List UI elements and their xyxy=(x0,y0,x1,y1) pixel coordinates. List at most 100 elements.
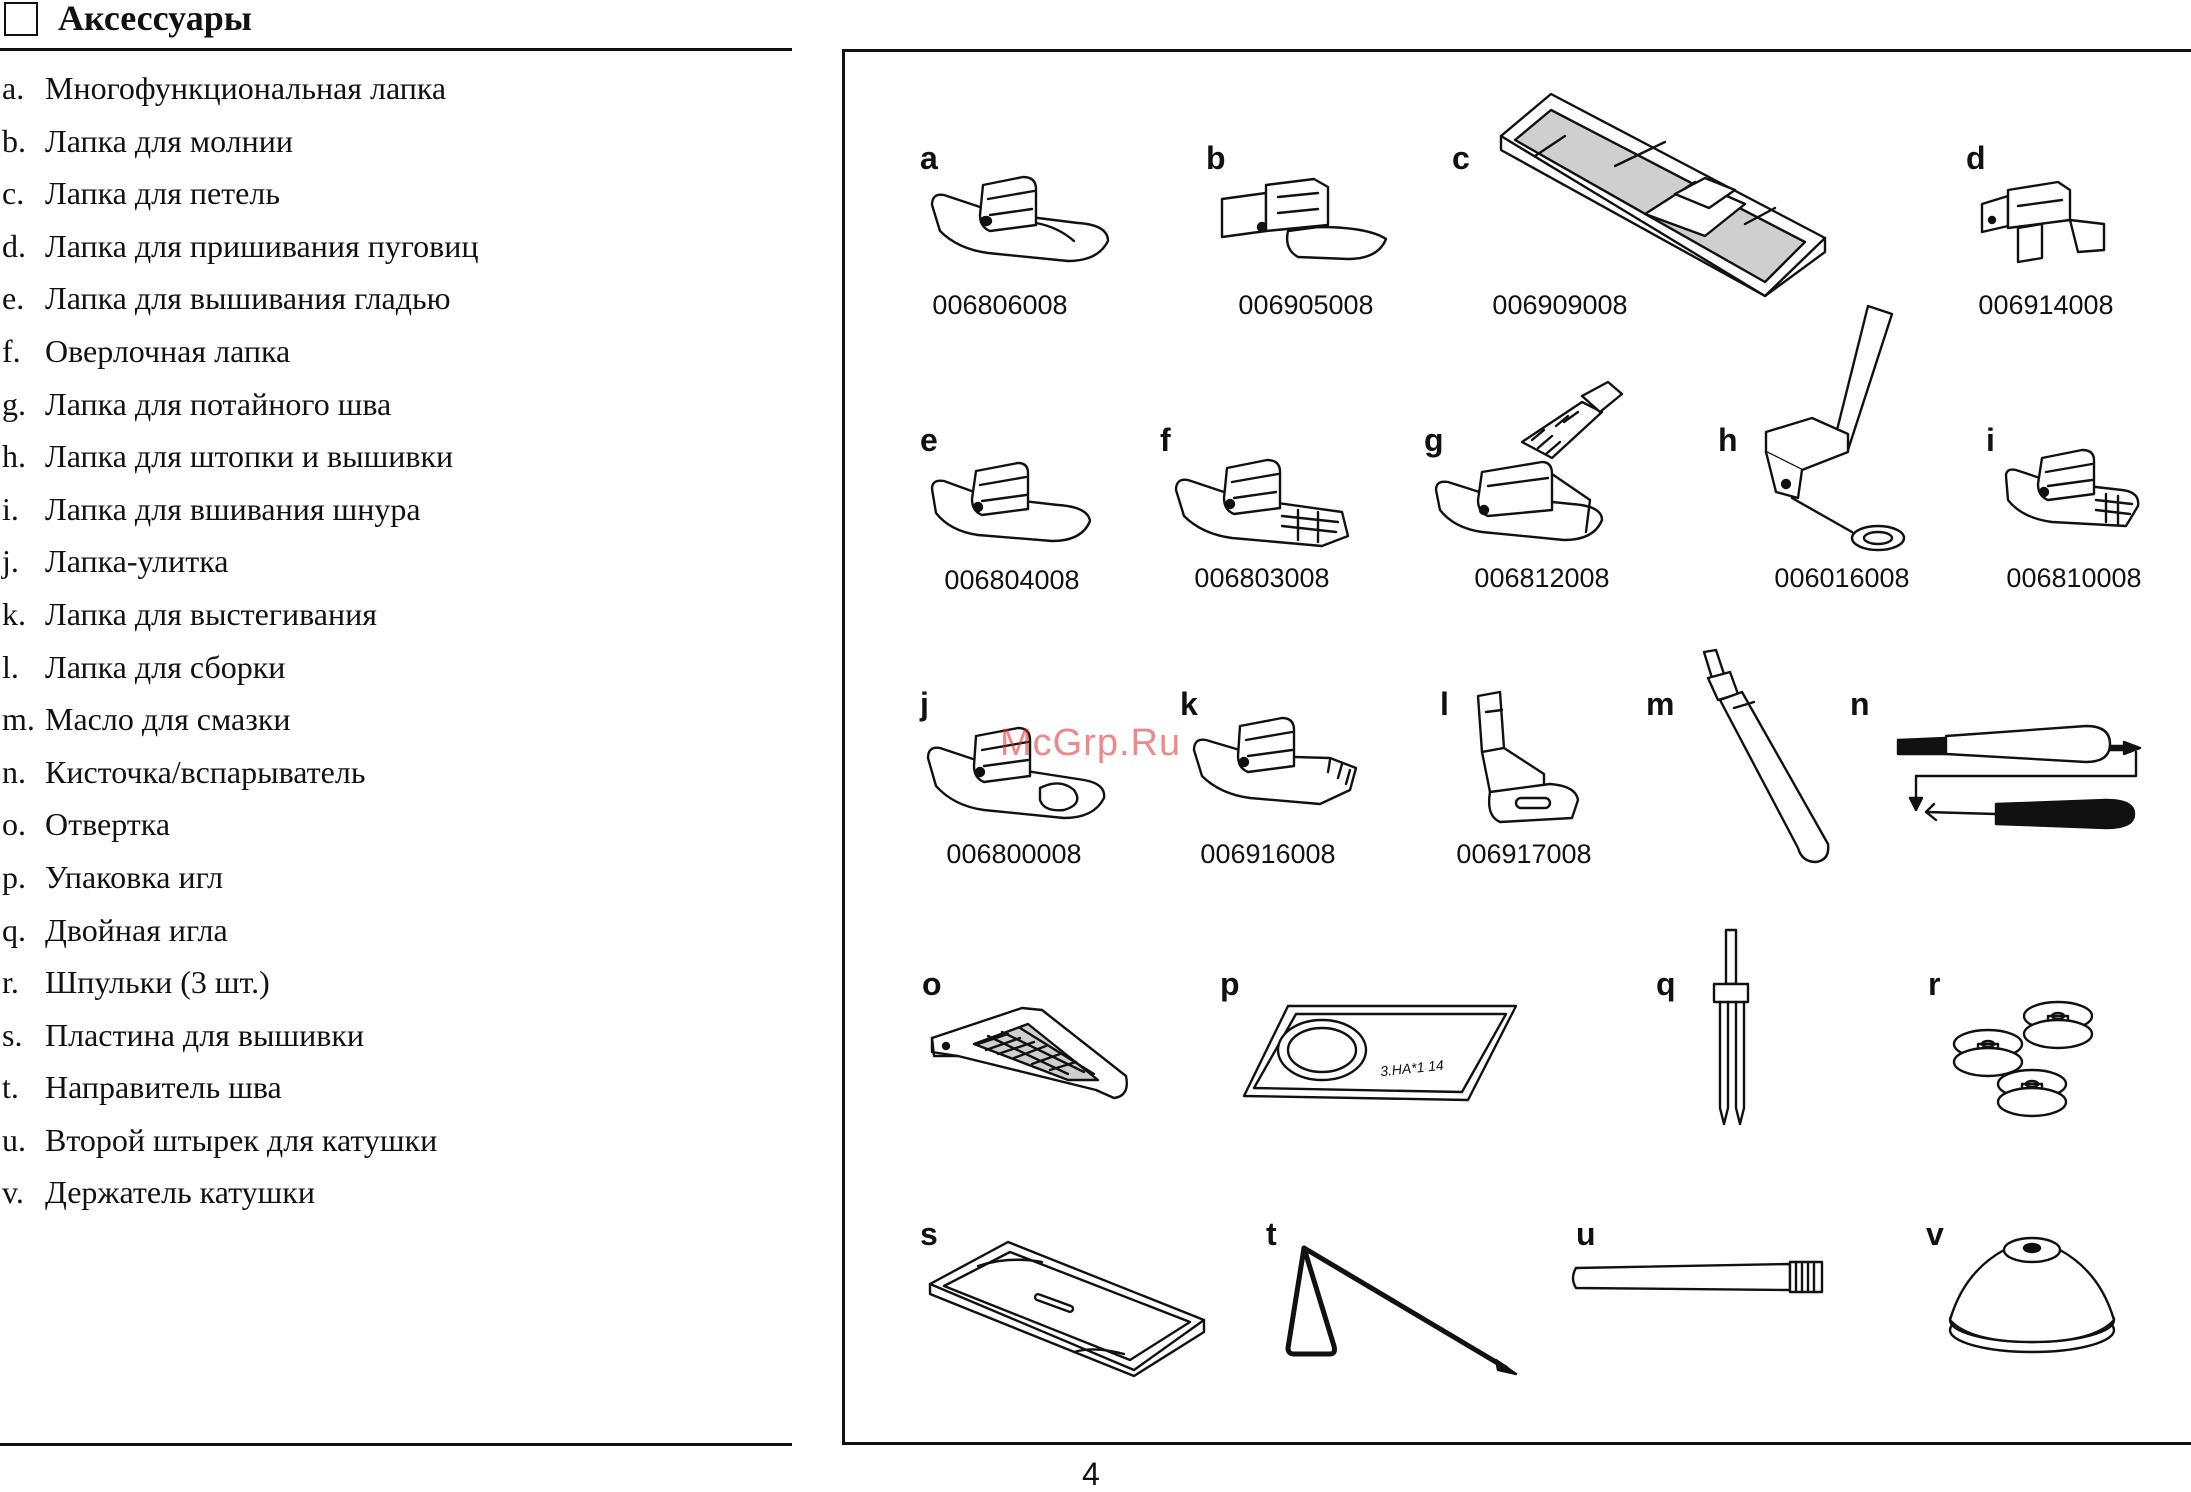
bobbins-icon xyxy=(1952,1000,2094,1118)
item-letter: i. xyxy=(2,490,19,527)
list-item: m. Масло для смазки xyxy=(0,695,790,748)
list-item: u. Второй штырек для катушки xyxy=(0,1116,790,1169)
figure-letter-e: e xyxy=(920,422,938,458)
part-number: 006812008 xyxy=(1474,563,1610,593)
figure-letter-p: p xyxy=(1220,966,1240,1002)
part-number: 006909008 xyxy=(1492,290,1628,320)
zipper-foot-icon xyxy=(1220,177,1388,261)
figure-letter-j: j xyxy=(920,686,929,722)
item-label: Второй штырек для катушки xyxy=(45,1121,438,1158)
cording-foot-icon xyxy=(2004,448,2140,528)
item-label: Лапка для молнии xyxy=(45,122,294,159)
figure-letter-f: f xyxy=(1160,422,1171,458)
list-item: k.Лапка для выстегивания xyxy=(0,590,790,643)
item-letter: k. xyxy=(2,595,26,632)
list-item: q. Двойная игла xyxy=(0,906,790,959)
figure-letter-l: l xyxy=(1440,686,1449,722)
list-item: d. Лапка для пришивания пуговиц xyxy=(0,222,790,275)
item-letter: b. xyxy=(2,122,26,159)
embroidery-plate-icon xyxy=(928,1240,1206,1378)
item-label: Лапка для вышивания гладью xyxy=(45,280,451,317)
watermark: McGrp.Ru xyxy=(1000,722,1182,764)
item-letter: d. xyxy=(2,227,26,264)
figure-letter-m: m xyxy=(1646,686,1675,722)
figure-letter-u: u xyxy=(1576,1216,1596,1252)
list-item: b. Лапка для молнии xyxy=(0,117,790,170)
item-letter: u. xyxy=(2,1121,26,1158)
list-item: h.Лапка для штопки и вышивки xyxy=(0,432,790,485)
list-item: n.Кисточка/вспарыватель xyxy=(0,748,790,801)
figure-letter-d: d xyxy=(1966,140,1986,176)
needle-pack-icon xyxy=(1242,1004,1518,1102)
item-label: Оверлочная лапка xyxy=(45,332,291,369)
list-item: r.Шпульки (3 шт.) xyxy=(0,958,790,1011)
part-number: 006016008 xyxy=(1774,563,1910,593)
twin-needle-icon xyxy=(1712,928,1750,1126)
darning-foot-icon xyxy=(1764,304,1906,552)
overcast-foot-icon xyxy=(1174,458,1350,548)
item-label: Направитель шва xyxy=(45,1069,282,1106)
figure-letter-h: h xyxy=(1718,422,1738,458)
item-label: Держатель катушки xyxy=(45,1174,315,1211)
list-item: c. Лапка для петель xyxy=(0,169,790,222)
list-item: g. Лапка для потайного шва xyxy=(0,380,790,433)
list-item: j. Лапка-улитка xyxy=(0,537,790,590)
item-letter: j. xyxy=(2,543,19,580)
screwdriver-icon xyxy=(930,1006,1128,1100)
rolled-hem-foot-icon xyxy=(926,726,1106,820)
item-letter: q. xyxy=(2,911,26,948)
figure-letter-o: o xyxy=(922,966,942,1002)
part-number: 006914008 xyxy=(1978,290,2114,320)
item-letter: a. xyxy=(2,70,25,106)
item-letter: m. xyxy=(2,701,35,738)
item-label: Лапка для сборки xyxy=(45,648,286,685)
checkbox-square-icon xyxy=(4,2,38,36)
item-letter: p. xyxy=(2,858,26,895)
figure-letter-n: n xyxy=(1850,686,1870,722)
part-number: 006916008 xyxy=(1200,839,1336,869)
figure-letter-a: a xyxy=(920,140,938,176)
figure-letter-k: k xyxy=(1180,686,1198,722)
list-item: f. Оверлочная лапка xyxy=(0,327,790,380)
item-label: Пластина для вышивки xyxy=(45,1016,365,1053)
item-label: Масло для смазки xyxy=(45,701,291,738)
bottom-rule xyxy=(0,1443,792,1446)
item-letter: s. xyxy=(2,1016,23,1053)
list-item: o.Отвертка xyxy=(0,800,790,853)
item-label: Лапка для пришивания пуговиц xyxy=(45,227,479,264)
item-label: Двойная игла xyxy=(45,911,228,948)
item-letter: o. xyxy=(2,806,26,843)
list-item: t.Направитель шва xyxy=(0,1063,790,1116)
figure-letter-i: i xyxy=(1986,422,1995,458)
item-letter: f. xyxy=(2,332,21,369)
item-label: Упаковка игл xyxy=(45,858,224,895)
item-letter: c. xyxy=(2,175,25,212)
list-item: v.Держатель катушки xyxy=(0,1168,790,1221)
item-label: Лапка-улитка xyxy=(45,543,229,580)
list-item: i.Лапка для вшивания шнура xyxy=(0,485,790,538)
section-header: Аксессуары xyxy=(0,0,792,51)
blind-hem-foot-icon xyxy=(1434,380,1624,542)
gathering-foot-icon xyxy=(1476,690,1580,824)
multipurpose-foot-icon xyxy=(930,175,1110,263)
figure-letter-q: q xyxy=(1656,966,1676,1002)
accessories-list: a.Многофункциональная лапка b. Лапка для … xyxy=(0,64,790,1221)
list-item: e. Лапка для вышивания гладью xyxy=(0,274,790,327)
buttonhole-foot-icon xyxy=(1499,92,1827,298)
item-letter: h. xyxy=(2,438,26,475)
part-number: 006917008 xyxy=(1456,839,1592,869)
spool-pin-icon xyxy=(1571,1260,1824,1294)
figure-letter-t: t xyxy=(1266,1216,1277,1252)
item-letter: g. xyxy=(2,385,26,422)
item-label: Лапка для потайного шва xyxy=(45,385,392,422)
item-letter: e. xyxy=(2,280,25,317)
part-number: 006806008 xyxy=(932,290,1068,320)
list-item: l.Лапка для сборки xyxy=(0,643,790,696)
part-number: 006804008 xyxy=(944,565,1080,595)
seam-guide-icon xyxy=(1285,1245,1518,1376)
item-label: Лапка для петель xyxy=(45,175,280,212)
list-item: a.Многофункциональная лапка xyxy=(0,64,790,117)
button-sewing-foot-icon xyxy=(1980,180,2106,264)
quilting-foot-icon xyxy=(1192,716,1358,806)
item-letter: r. xyxy=(2,964,19,1001)
